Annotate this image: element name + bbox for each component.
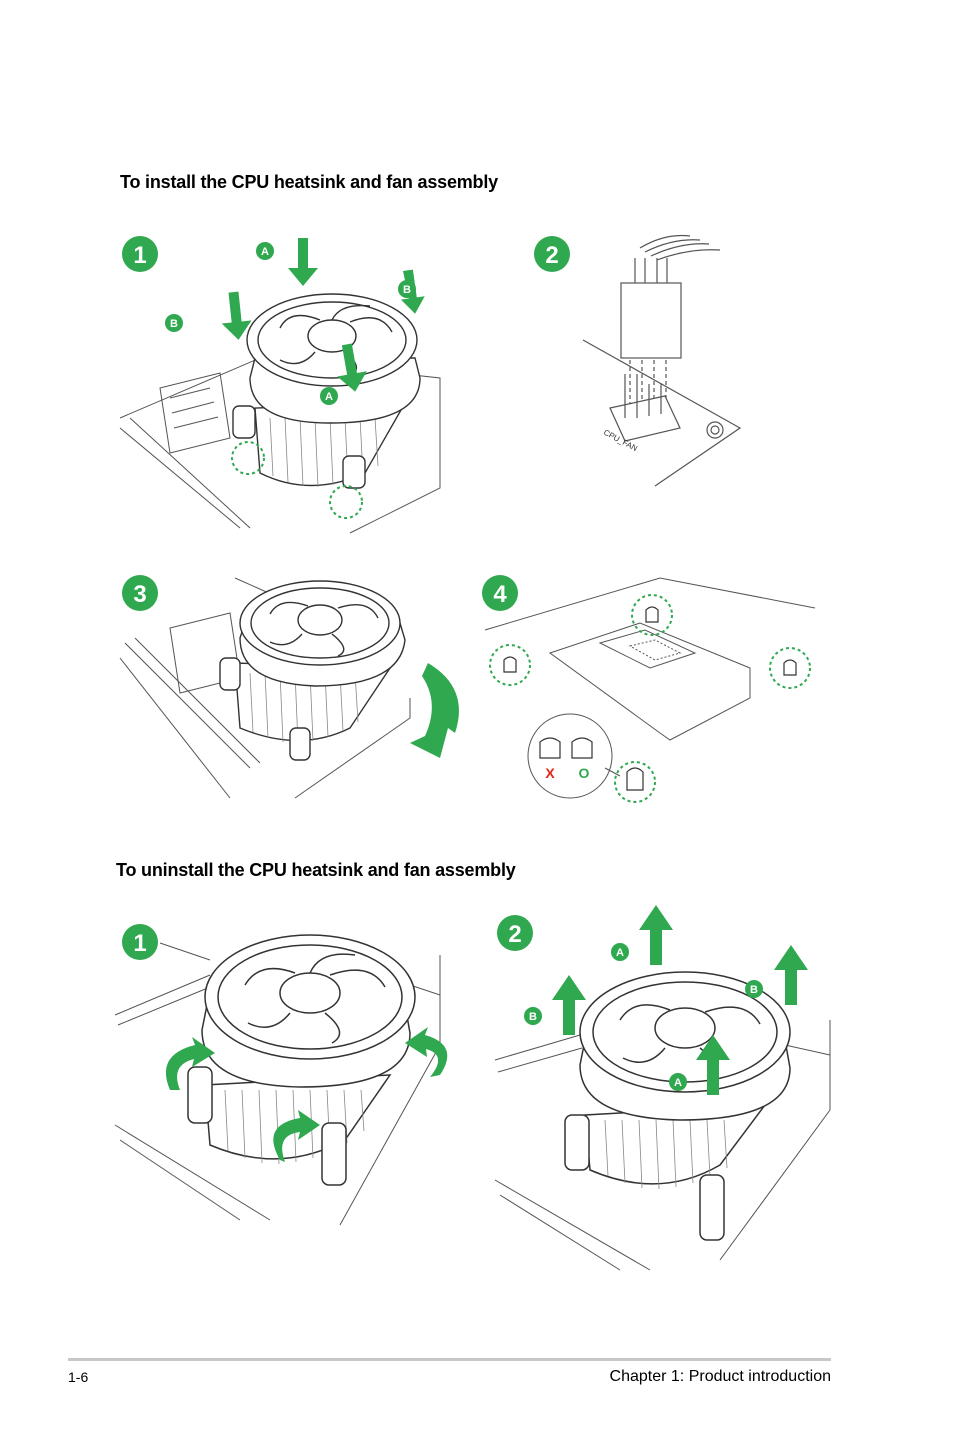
install-heading: To install the CPU heatsink and fan asse… [120,172,498,192]
uninstall-step1-figure: 1 [114,924,448,1226]
step-number: 3 [133,581,146,608]
install-step3-figure: 3 [119,575,459,799]
install-step4-figure: 4 X O [482,575,816,803]
install-step2-figure: 2 CPU_FAN [534,234,742,487]
rotate-arrow [410,663,459,758]
label-b: B [750,984,758,996]
label-b: B [529,1011,537,1023]
step-number: 1 [133,242,146,269]
step-number: 4 [493,581,507,608]
step-number: 1 [133,930,146,957]
uninstall-step2-figure: 2 A B B A [494,905,831,1271]
install-step1-figure: 1 A B B A [119,236,441,534]
right-mark: O [579,765,590,781]
footer-divider [68,1358,831,1361]
label-a: A [261,246,269,258]
label-a: A [325,391,333,403]
step-number: 2 [545,242,558,269]
chapter-title: Chapter 1: Product introduction [609,1368,831,1385]
page-number: 1-6 [68,1369,89,1385]
uninstall-heading: To uninstall the CPU heatsink and fan as… [116,860,516,880]
label-b: B [403,284,411,296]
label-a: A [616,947,624,959]
label-b: B [170,318,178,330]
step-number-badge [122,236,158,272]
wrong-mark: X [545,765,555,781]
label-a: A [674,1077,682,1089]
step-number: 2 [508,921,521,948]
